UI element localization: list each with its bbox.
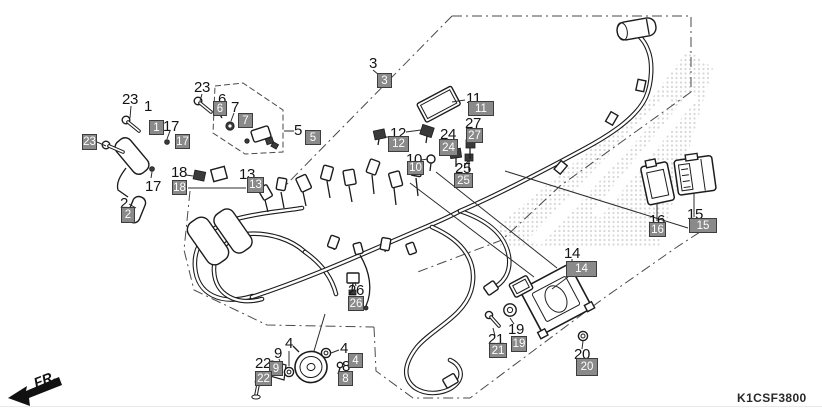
part-callout-label: 14 [564, 245, 581, 262]
part-hotspot-19[interactable]: 19 [511, 336, 527, 352]
part-callout-label: 17 [145, 178, 162, 195]
part-hotspot-17[interactable]: 17 [175, 134, 190, 149]
part-callout-label: 27 [465, 115, 482, 132]
part-callout-label: 22 [255, 355, 272, 372]
part-hotspot-2[interactable]: 2 [121, 207, 135, 223]
honda-wing-watermark [500, 50, 713, 246]
part-callout-label: 1 [144, 98, 153, 115]
part-hotspot-9[interactable]: 9 [269, 361, 283, 376]
part-callout-label: 24 [440, 126, 457, 143]
part-callout-label: 5 [294, 122, 303, 139]
part-hotspot-6[interactable]: 6 [213, 101, 227, 116]
fr-label: FR. [31, 368, 58, 391]
part-hotspot-4[interactable]: 4 [348, 353, 363, 368]
part-hotspot-26[interactable]: 26 [348, 296, 364, 311]
part-callout-label: 26 [348, 282, 365, 299]
part-callout-label: 25 [455, 160, 472, 177]
part-callout-label: 23 [122, 91, 139, 108]
part-hotspot-20[interactable]: 20 [576, 358, 598, 376]
part-callout-label: 9 [274, 345, 283, 362]
part-hotspot-15[interactable]: 15 [689, 218, 717, 233]
part-hotspot-8[interactable]: 8 [338, 371, 353, 386]
part-hotspot-24[interactable]: 24 [439, 139, 458, 156]
diagram-code: K1CSF3800 [737, 391, 807, 405]
part-hotspot-3[interactable]: 3 [377, 73, 392, 88]
part-hotspot-16[interactable]: 16 [649, 222, 666, 237]
bottom-edge-line [0, 406, 822, 407]
part-hotspot-23[interactable]: 23 [82, 134, 97, 150]
part-hotspot-13[interactable]: 13 [247, 177, 264, 193]
part-callout-label: 23 [194, 79, 211, 96]
part-callout-label: 6 [218, 91, 227, 108]
part-hotspot-1[interactable]: 1 [149, 120, 164, 135]
part-callout-label: 2 [120, 195, 129, 212]
part-callout-label: 19 [508, 321, 525, 338]
part-hotspot-22[interactable]: 22 [255, 371, 272, 386]
part-callout-label: 8 [342, 358, 351, 375]
dashed-boundaries [183, 15, 704, 399]
part-hotspot-5[interactable]: 5 [305, 130, 321, 145]
part-callout-label: 18 [171, 164, 188, 181]
part-callout-label: 4 [340, 340, 349, 357]
part-hotspot-14[interactable]: 14 [566, 261, 597, 277]
part-hotspot-27[interactable]: 27 [466, 128, 483, 143]
front-direction-arrow-icon: FR. [8, 368, 62, 406]
part-callout-label: 3 [369, 55, 378, 72]
part-hotspot-25[interactable]: 25 [454, 173, 473, 188]
part-hotspot-11[interactable]: 11 [468, 101, 494, 116]
part-callout-label: 7 [231, 99, 240, 116]
part-hotspot-12[interactable]: 12 [388, 136, 409, 152]
part-hotspot-21[interactable]: 21 [489, 343, 507, 358]
part-hotspot-10[interactable]: 10 [407, 161, 424, 175]
part-hotspot-7[interactable]: 7 [238, 113, 253, 128]
part-callout-label: 4 [285, 335, 294, 352]
part-hotspot-18[interactable]: 18 [172, 180, 187, 195]
part-callout-label: 17 [163, 118, 180, 135]
